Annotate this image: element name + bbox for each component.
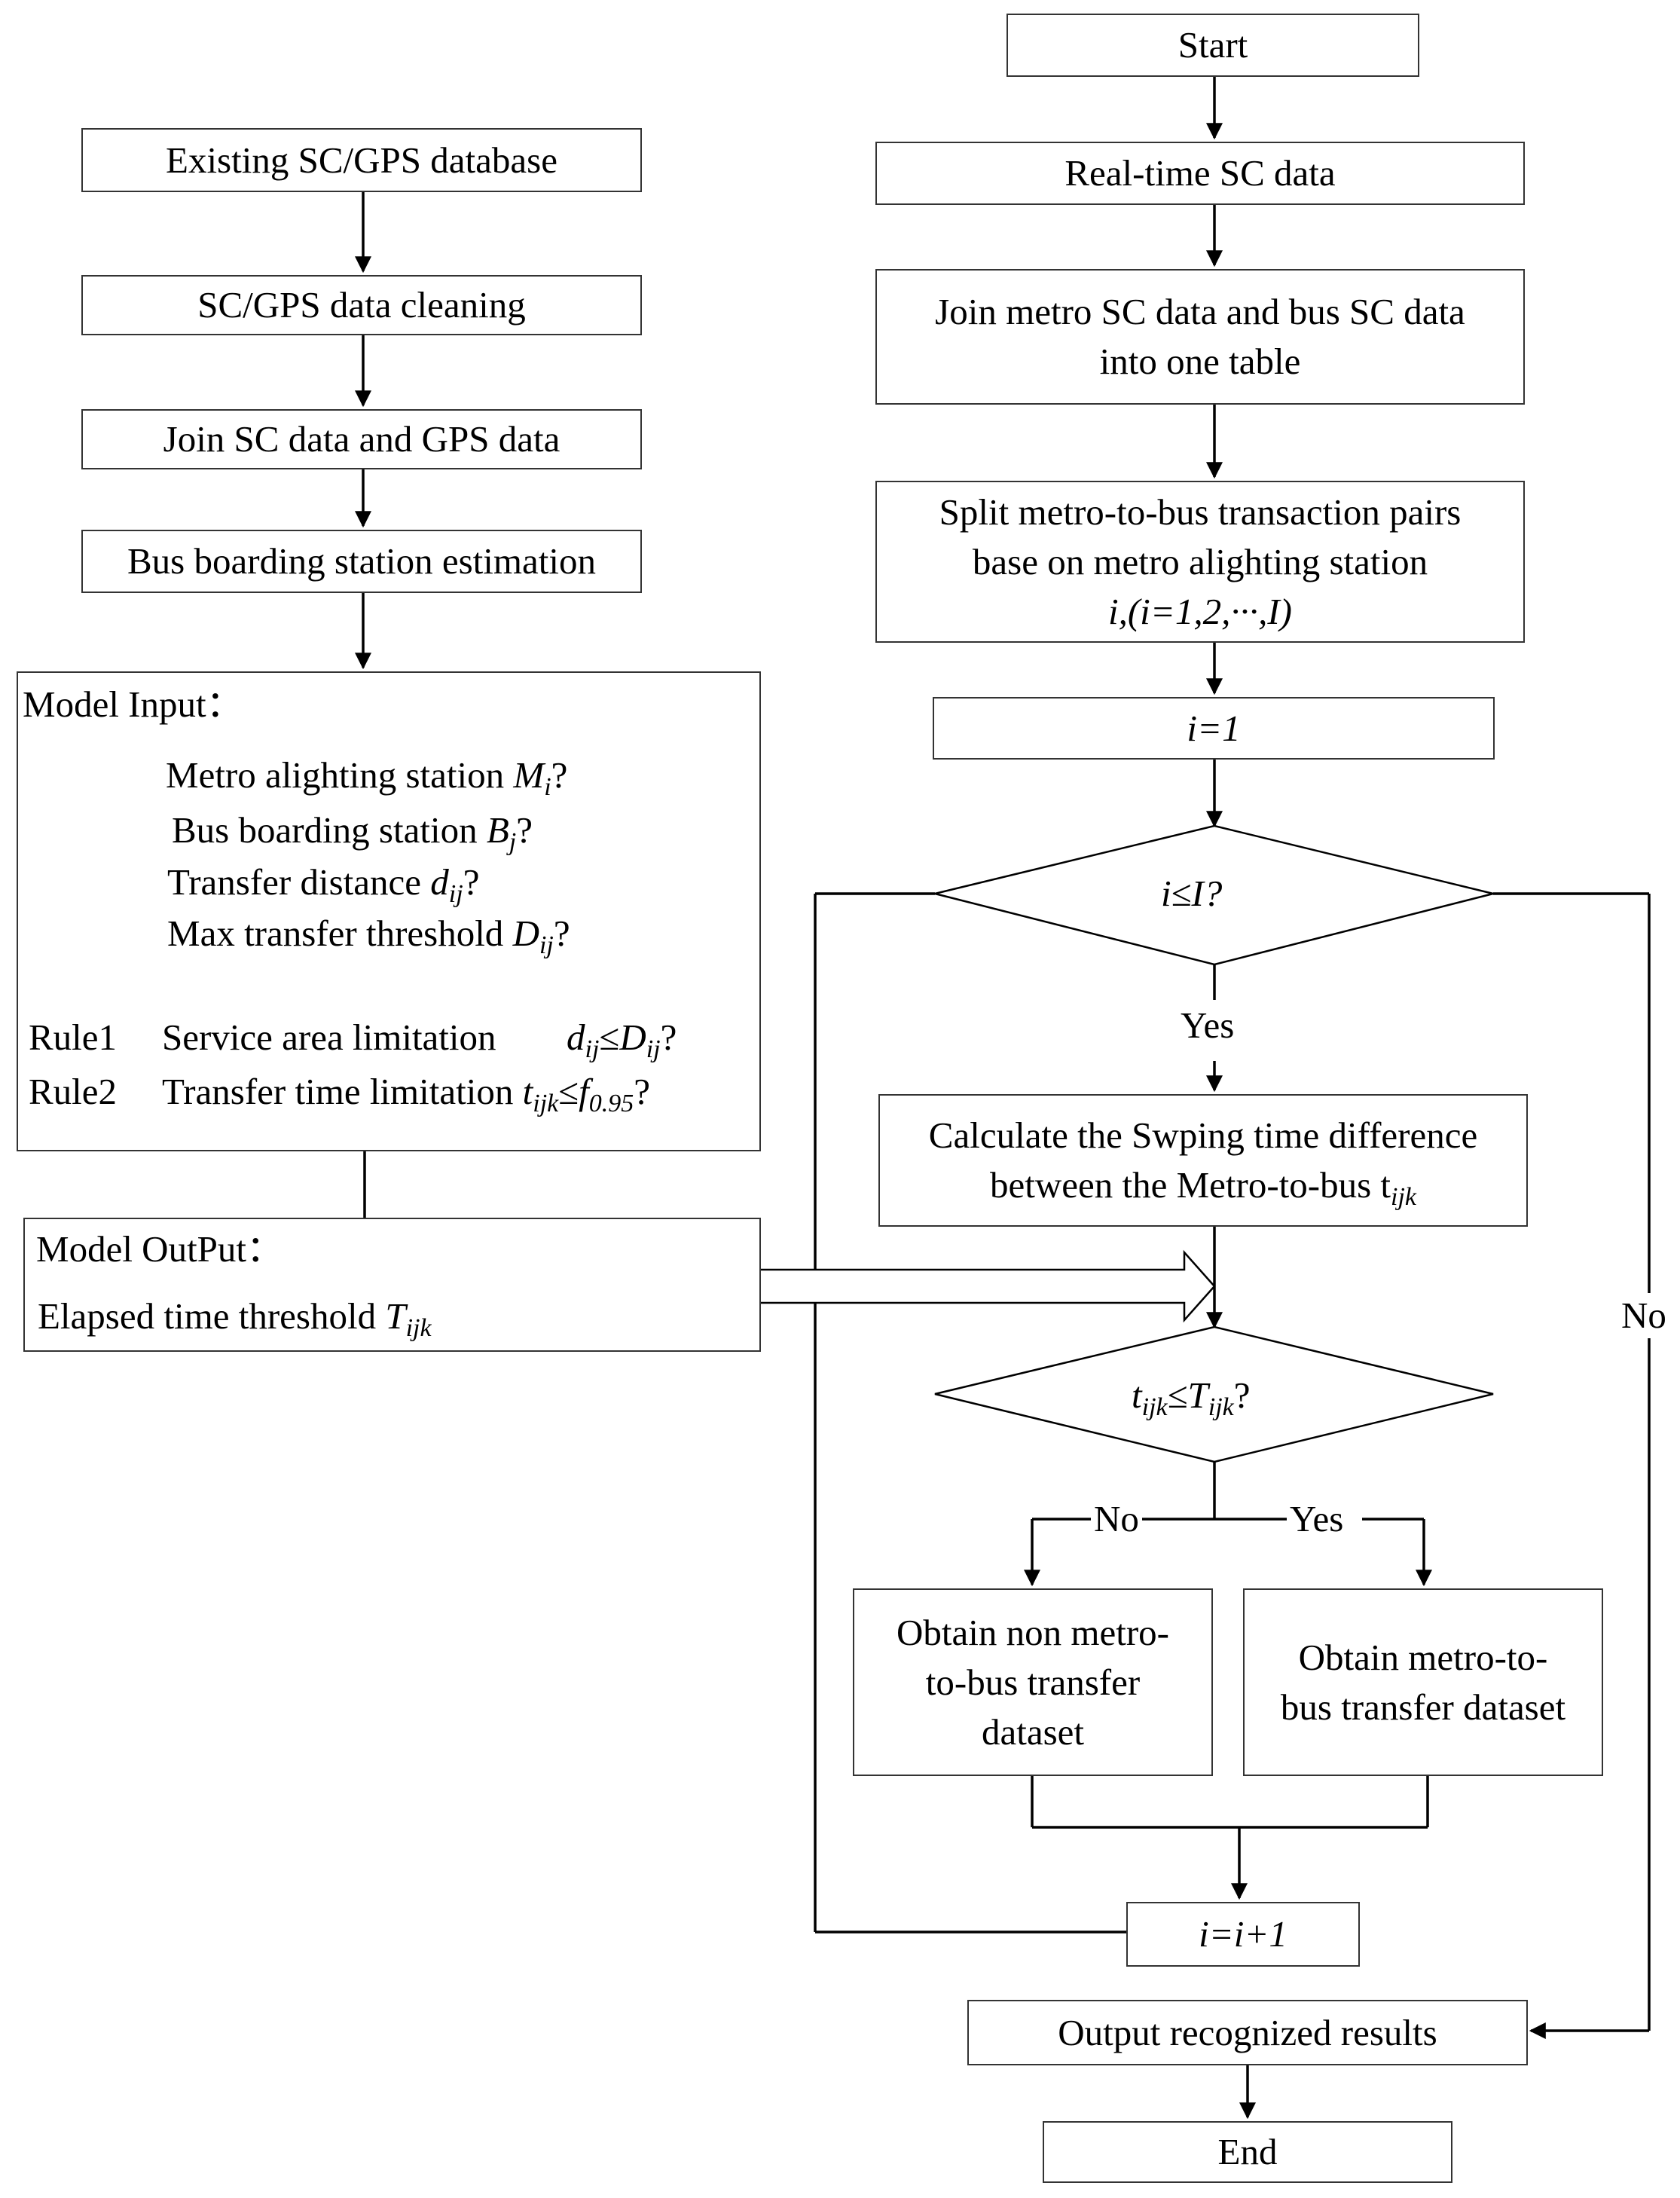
join-metro-bus-box: Join metro SC data and bus SC data into …	[875, 269, 1525, 405]
model-input-title: Model Input：	[23, 683, 243, 725]
loop-decision-diamond	[934, 824, 1494, 966]
init-i-box: i=1	[933, 697, 1495, 760]
split-pairs-box: Split metro-to-bus transaction pairs bas…	[875, 481, 1525, 643]
data-cleaning-box: SC/GPS data cleaning	[81, 275, 642, 335]
calc-time-diff-box: Calculate the Swping time difference bet…	[878, 1094, 1528, 1227]
boarding-estimation-box: Bus boarding station estimation	[81, 530, 642, 593]
rule1-label: Rule1	[29, 1016, 118, 1058]
input-metro-alighting: Metro alighting station Mi?	[166, 754, 568, 801]
input-transfer-distance: Transfer distance dij?	[167, 861, 480, 908]
model-output-title: Model OutPut：	[36, 1228, 284, 1270]
non-transfer-dataset-box: Obtain non metro- to-bus transfer datase…	[853, 1588, 1213, 1776]
yes-branch-label: Yes	[1287, 1496, 1347, 1542]
increment-box: i=i+1	[1126, 1902, 1360, 1967]
yes-main-label: Yes	[1178, 1003, 1238, 1048]
rule2-label: Rule2	[29, 1071, 118, 1112]
rule2-text: Transfer time limitation tijk≤f0.95?	[162, 1071, 651, 1117]
join-sc-gps-box: Join SC data and GPS data	[81, 409, 642, 469]
transfer-dataset-box: Obtain metro-to- bus transfer dataset	[1243, 1588, 1603, 1776]
loop-condition-text: i≤I?	[1161, 873, 1223, 914]
output-results-box: Output recognized results	[967, 2000, 1528, 2065]
threshold-condition-text: tijk≤Tijk?	[1132, 1374, 1251, 1421]
model-output-text: Elapsed time threshold Tijk	[38, 1295, 432, 1342]
no-right-label: No	[1618, 1293, 1669, 1338]
end-box: End	[1043, 2121, 1452, 2183]
hollow-arrow-threshold	[761, 1249, 1216, 1323]
existing-database-box: Existing SC/GPS database	[81, 128, 642, 192]
input-max-threshold: Max transfer threshold Dij?	[167, 913, 570, 959]
realtime-sc-box: Real-time SC data	[875, 142, 1525, 205]
threshold-decision-diamond	[934, 1325, 1494, 1463]
start-box: Start	[1006, 14, 1419, 77]
rule1-text: Service area limitation	[162, 1016, 496, 1058]
rule1-formula: dij≤Dij?	[567, 1016, 677, 1063]
input-bus-boarding: Bus boarding station Bj?	[172, 809, 533, 856]
model-input-box	[17, 671, 761, 1151]
model-output-box	[23, 1218, 761, 1352]
no-branch-label: No	[1091, 1496, 1142, 1542]
